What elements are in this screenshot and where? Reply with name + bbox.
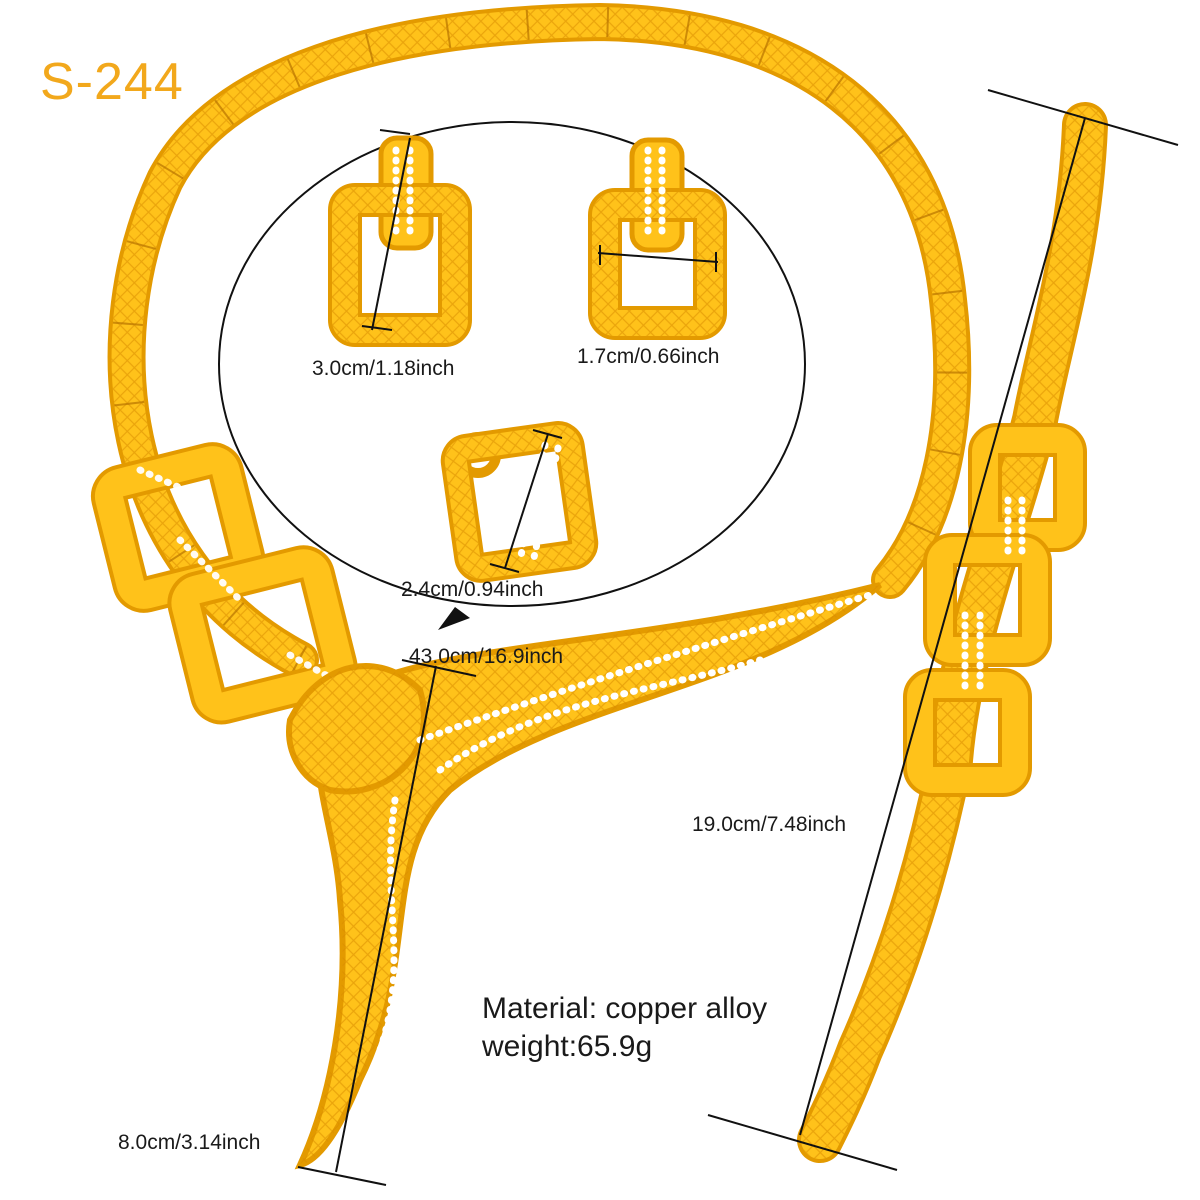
- product-code: S-244: [40, 53, 184, 111]
- earring-width-label: 1.7cm/0.66inch: [577, 345, 720, 368]
- earring-right: [588, 137, 727, 340]
- bracelet: [797, 102, 1108, 1163]
- material-spec: Material: copper alloy: [482, 992, 768, 1025]
- necklace: [90, 2, 972, 1170]
- pendant-length-label: 8.0cm/3.14inch: [118, 1131, 261, 1154]
- bracelet-length-label: 19.0cm/7.48inch: [692, 813, 847, 836]
- ring-size-label: 2.4cm/0.94inch: [401, 578, 544, 601]
- earring-left: [328, 135, 472, 347]
- weight-spec: weight:65.9g: [482, 1030, 653, 1063]
- earring-height-label: 3.0cm/1.18inch: [312, 357, 455, 380]
- measurement-lines: [297, 89, 1179, 1186]
- necklace-length-label: 43.0cm/16.9inch: [409, 645, 564, 668]
- detail-circle: [218, 121, 806, 607]
- circle-arrow-icon: [438, 607, 470, 630]
- ring: [440, 421, 599, 583]
